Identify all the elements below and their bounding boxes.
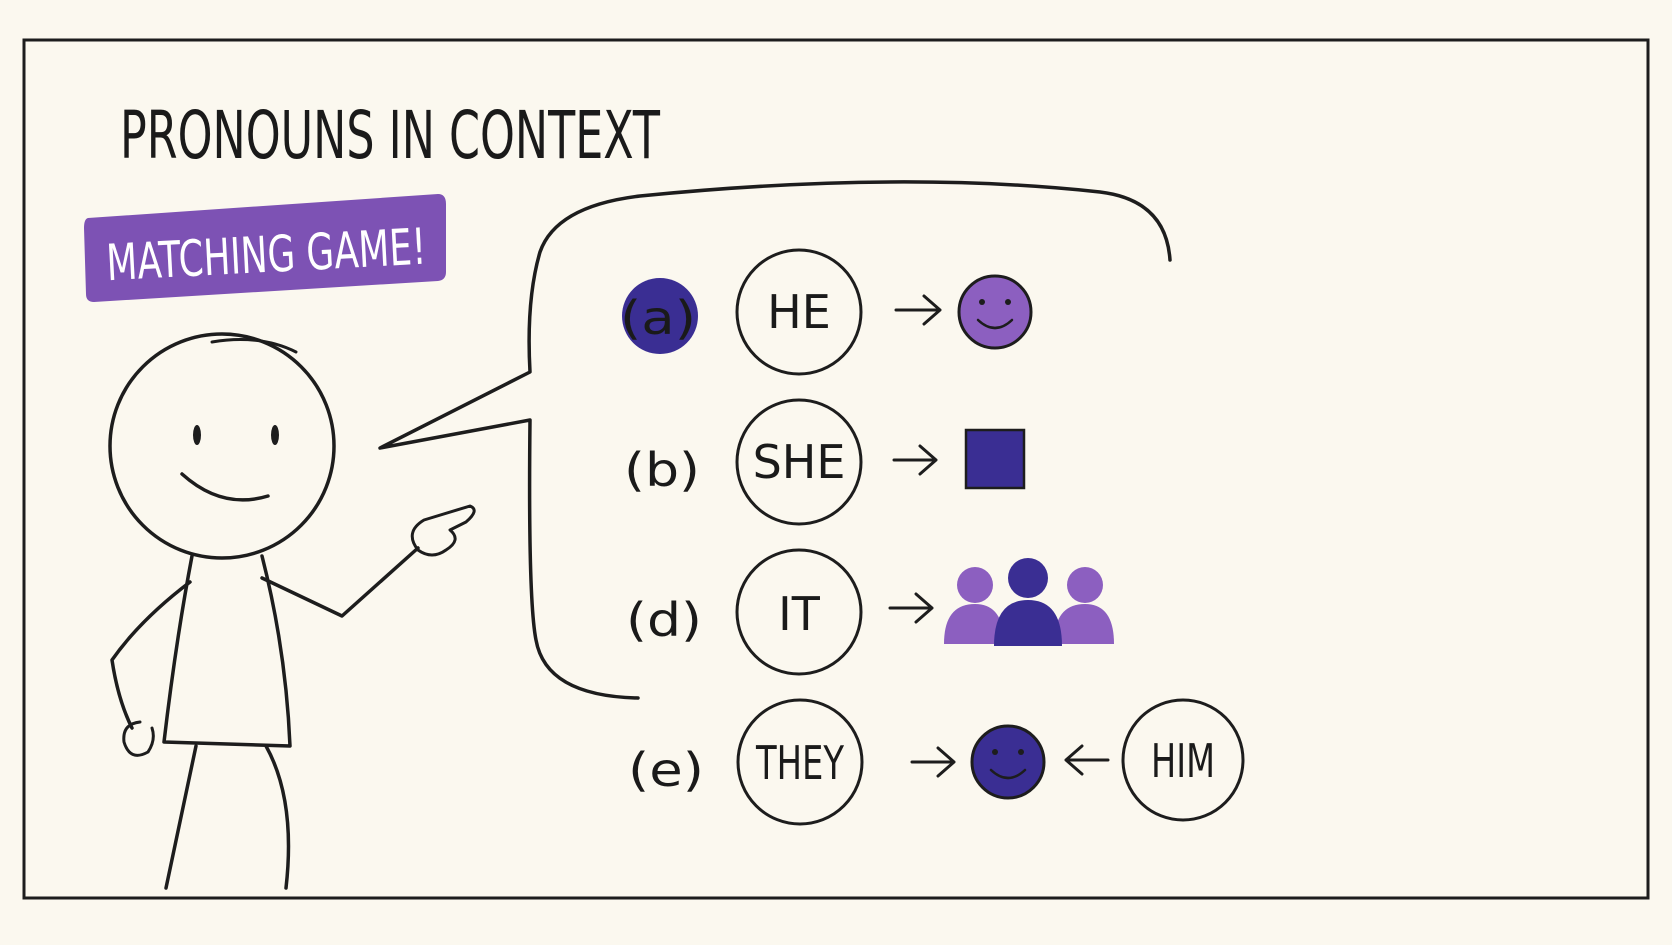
pronoun-she: SHE bbox=[753, 435, 846, 489]
figure-left-hand bbox=[122, 720, 155, 757]
pronoun-circle bbox=[735, 548, 863, 676]
pronoun-circle bbox=[735, 398, 863, 526]
figure-right-eye bbox=[271, 425, 279, 445]
stick-figure bbox=[108, 332, 476, 890]
figure-left-eye bbox=[193, 425, 201, 445]
figure-hair bbox=[210, 338, 298, 354]
page-title: PRONOUNS IN CONTEXT bbox=[120, 97, 660, 174]
arrow-right-icon bbox=[892, 444, 938, 476]
slide-frame bbox=[22, 38, 1650, 900]
blue-square-icon bbox=[964, 428, 1026, 490]
group-of-people-icon bbox=[944, 558, 1114, 646]
figure-right-arm bbox=[260, 546, 420, 618]
matching-game-badge: MATCHING GAME! bbox=[84, 194, 446, 302]
pronoun-circle bbox=[1121, 698, 1245, 822]
figure-mouth bbox=[180, 472, 270, 502]
arrow-right-icon bbox=[910, 746, 956, 778]
purple-smiley-icon bbox=[957, 274, 1033, 350]
blue-smiley-icon bbox=[970, 724, 1046, 800]
figure-left-arm bbox=[110, 580, 192, 730]
pointing-hand bbox=[410, 504, 476, 557]
row-label: (e) bbox=[628, 743, 704, 797]
match-row-it: (d) IT bbox=[626, 548, 1114, 676]
figure-head bbox=[108, 332, 336, 560]
figure-left-leg bbox=[164, 744, 198, 890]
pronoun-circle bbox=[735, 248, 863, 376]
pronoun-they: THEY bbox=[755, 736, 844, 790]
pronoun-it: IT bbox=[778, 587, 821, 641]
row-label: (b) bbox=[624, 443, 700, 497]
pronoun-he: HE bbox=[767, 285, 831, 339]
row-label: (d) bbox=[626, 593, 702, 647]
row-label: (a) bbox=[620, 291, 696, 345]
arrow-right-icon bbox=[894, 294, 942, 326]
arrow-right-icon bbox=[888, 592, 934, 624]
arrow-left-icon bbox=[1064, 744, 1110, 776]
pronoun-him: HIM bbox=[1151, 734, 1215, 788]
match-row-he: (a) HE bbox=[620, 248, 1033, 376]
badge-background bbox=[84, 194, 446, 302]
match-row-they: (e) THEY HIM bbox=[628, 698, 1245, 826]
figure-body bbox=[162, 554, 292, 748]
label-highlight bbox=[622, 278, 698, 354]
speech-bubble bbox=[378, 180, 1172, 700]
pronoun-circle bbox=[736, 698, 864, 826]
figure-right-leg bbox=[264, 744, 291, 890]
match-row-she: (b) SHE bbox=[624, 398, 1026, 526]
